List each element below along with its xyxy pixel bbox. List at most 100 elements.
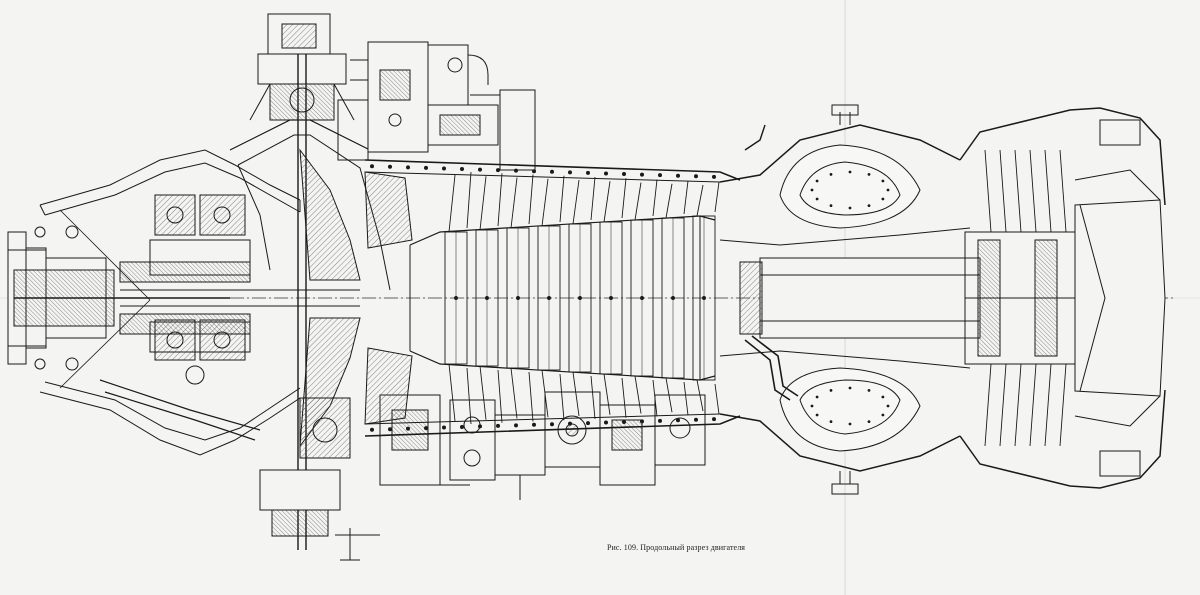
flange-bolt [424, 426, 428, 430]
cooling-hole [811, 405, 814, 408]
flange-bolt [406, 427, 410, 431]
accessory-drive-tower-shaft [230, 14, 390, 560]
flange-bolt [460, 167, 464, 171]
flange-bolt [622, 420, 626, 424]
stator-vane [560, 176, 564, 222]
flange-bolt [424, 166, 428, 170]
turbine-section [960, 108, 1165, 488]
flange-bolt [622, 172, 626, 176]
flange-bolt [514, 423, 518, 427]
cooling-hole [882, 180, 885, 183]
turbine-blade [1060, 150, 1066, 232]
cooling-hole [882, 414, 885, 417]
rotor-blade [573, 180, 579, 224]
disc-center-mark [641, 297, 644, 300]
flange-bolt [694, 418, 698, 422]
turbine-blade [1060, 364, 1066, 446]
turbine-blade [1045, 364, 1051, 446]
flange-bolt [550, 422, 554, 426]
flange-bolt [658, 419, 662, 423]
cooling-hole [830, 420, 833, 423]
figure-caption: Рис. 109. Продольный разрез двигателя [607, 543, 745, 552]
rotor-blade [604, 181, 610, 222]
rotor-blade [511, 368, 517, 419]
flange-bolt [676, 174, 680, 178]
disc-center-mark [486, 297, 489, 300]
flange-bolt [370, 164, 374, 168]
stator-vane [622, 378, 626, 418]
cooling-hole [830, 173, 833, 176]
cooling-hole [868, 173, 871, 176]
cooling-hole [849, 387, 852, 390]
disc-center-mark [610, 297, 613, 300]
stator-vane [529, 175, 533, 225]
disc-center-mark [548, 297, 551, 300]
flange-bolt [496, 168, 500, 172]
rotor-blade [604, 374, 610, 415]
cooling-hole [887, 405, 890, 408]
flange-bolt [604, 421, 608, 425]
cooling-hole [882, 198, 885, 201]
turbine-blade [1000, 150, 1006, 232]
cooling-hole [816, 180, 819, 183]
cooling-hole [816, 396, 819, 399]
disc-center-mark [672, 297, 675, 300]
turbine-blade [1030, 364, 1036, 446]
stator-vane [467, 368, 471, 424]
cooling-hole [868, 389, 871, 392]
flange-bolt [478, 424, 482, 428]
stator-vane [591, 177, 595, 220]
cooling-hole [887, 189, 890, 192]
combustion-chamber-section [720, 105, 980, 494]
flange-bolt [406, 165, 410, 169]
flange-bolt [640, 173, 644, 177]
cooling-hole [849, 207, 852, 210]
flange-bolt [694, 174, 698, 178]
disc-center-mark [703, 297, 706, 300]
stator-vane [684, 382, 688, 415]
turbine-blade [1030, 150, 1036, 232]
turbine-blade [985, 364, 991, 446]
flange-bolt [658, 173, 662, 177]
turbine-blade [985, 150, 991, 232]
disc-center-mark [517, 297, 520, 300]
cooling-hole [811, 189, 814, 192]
cooling-hole [816, 414, 819, 417]
turbine-blade [1045, 150, 1051, 232]
rotor-blade [635, 183, 641, 221]
flange-bolt [712, 417, 716, 421]
flange-bolt [568, 422, 572, 426]
stator-vane [498, 173, 502, 226]
turbine-blade [1015, 364, 1021, 446]
flange-bolt [676, 418, 680, 422]
stator-vane [622, 178, 626, 218]
flange-bolt [496, 424, 500, 428]
stator-vane [715, 384, 719, 414]
flange-bolt [532, 423, 536, 427]
stator-vane [467, 172, 471, 228]
flange-bolt [550, 170, 554, 174]
flange-bolt [568, 170, 572, 174]
flange-bolt [442, 426, 446, 430]
stator-vane [715, 182, 719, 212]
cooling-hole [868, 204, 871, 207]
cooling-hole [882, 396, 885, 399]
stator-vane [684, 181, 688, 214]
flange-bolt [604, 171, 608, 175]
flange-bolt [640, 419, 644, 423]
rotor-blade [449, 175, 455, 232]
rotor-blade [697, 185, 703, 216]
rotor-blade [635, 376, 641, 414]
turbine-blade [1000, 364, 1006, 446]
disc-center-mark [579, 297, 582, 300]
top-fuel-control-unit [338, 42, 535, 170]
flange-bolt [586, 171, 590, 175]
cooling-hole [868, 420, 871, 423]
cooling-hole [830, 204, 833, 207]
rotor-blade [542, 179, 548, 226]
flange-bolt [586, 421, 590, 425]
stator-vane [529, 372, 533, 422]
rotor-blade [666, 184, 672, 218]
rotor-blade [480, 366, 486, 420]
